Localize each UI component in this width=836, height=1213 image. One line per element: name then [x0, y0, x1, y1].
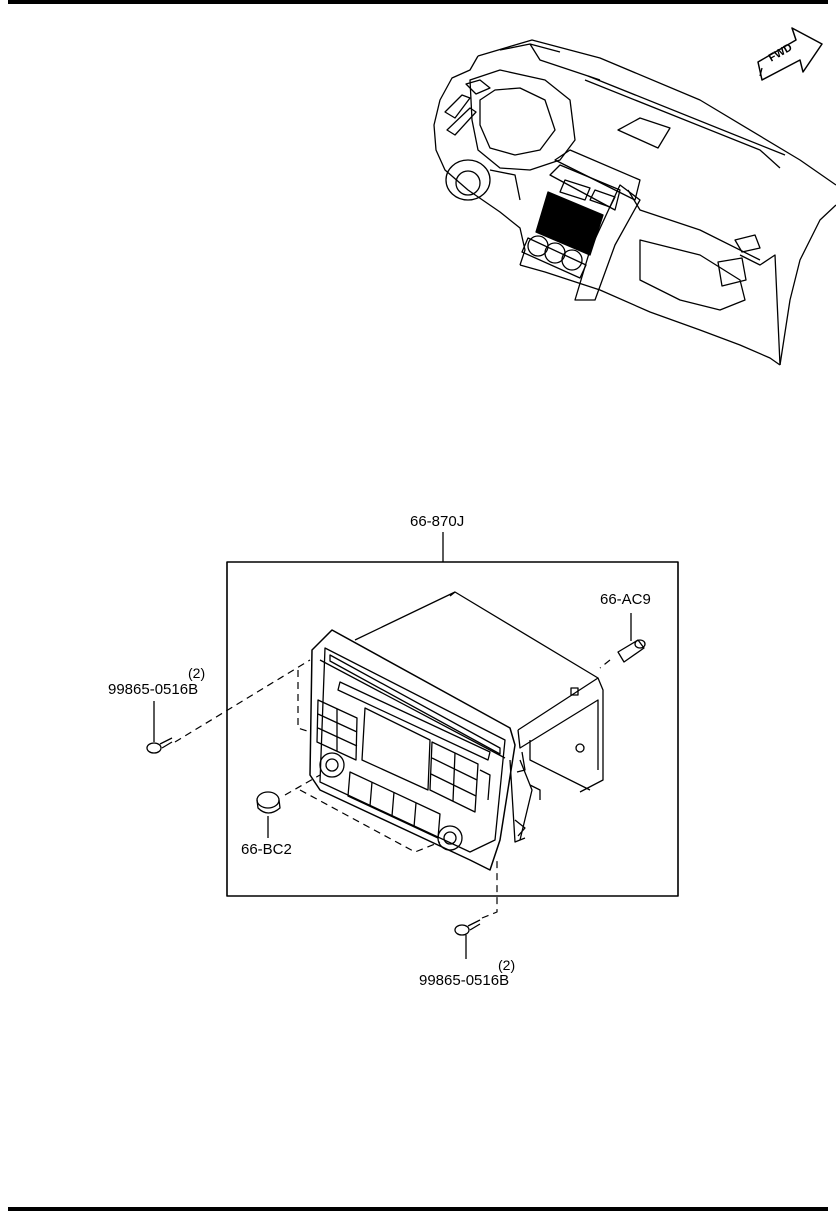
fwd-arrow-icon	[757, 27, 823, 81]
knob-right-drawing	[617, 613, 646, 663]
quantity-screw-lower: (2)	[498, 957, 516, 973]
dashboard-overview	[433, 39, 836, 366]
assembly-frame	[226, 561, 679, 897]
bottom-border	[8, 1207, 828, 1211]
part-number-screw-upper: 99865-0516B	[108, 681, 199, 698]
screw-upper-drawing	[146, 701, 173, 754]
assembly-guide-lines	[174, 659, 611, 919]
top-border	[8, 0, 828, 4]
quantity-screw-upper: (2)	[188, 665, 206, 681]
part-number-audio-unit: 66-870J	[410, 513, 465, 530]
part-number-screw-lower: 99865-0516B	[419, 972, 510, 989]
knob-left-drawing	[256, 791, 281, 838]
screw-lower-drawing	[454, 919, 481, 959]
audio-unit-drawing	[309, 591, 604, 871]
part-number-knob-left: 66-BC2	[241, 841, 292, 858]
part-number-knob-right: 66-AC9	[600, 591, 651, 608]
